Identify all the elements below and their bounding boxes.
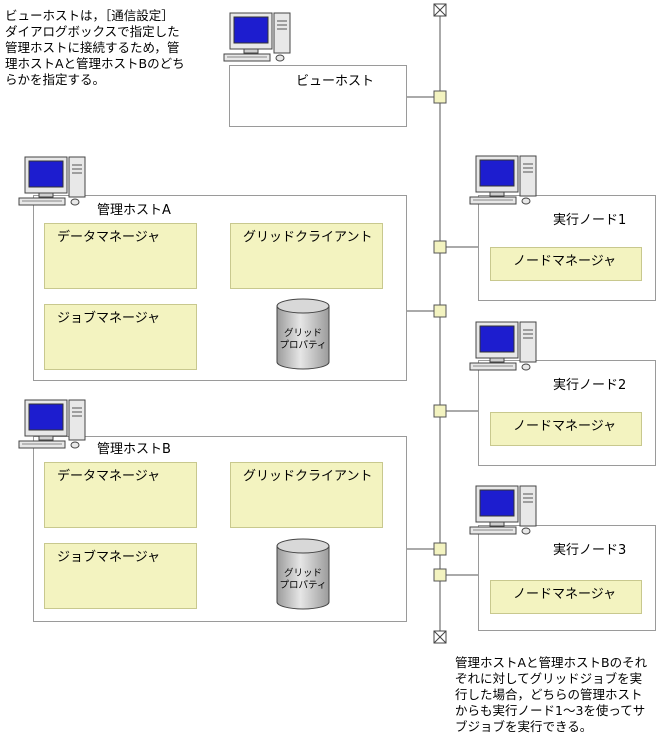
terminator-bottom: [433, 630, 447, 644]
db-label-line: プロパティ: [279, 340, 327, 351]
exec-node-2-computer-icon: [469, 321, 537, 371]
db-label-line: グリッド: [283, 328, 322, 339]
note-line: ブジョブを実行できる。: [455, 719, 593, 734]
exec-node-2-label: 実行ノード2: [553, 378, 627, 393]
job-manager-a: ジョブマネージャ: [44, 304, 197, 370]
mgmt-host-b-label: 管理ホストB: [97, 442, 171, 457]
note-line: 行した場合，どちらの管理ホスト: [455, 687, 643, 702]
note-line: らかを指定する。: [5, 72, 106, 87]
mgmt-host-a-label: 管理ホストA: [97, 203, 171, 218]
node-manager-2: ノードマネージャ: [490, 412, 642, 446]
connector: [433, 304, 447, 318]
view-host-box: [229, 65, 407, 127]
node-manager-1: ノードマネージャ: [490, 247, 642, 281]
exec-node-3-computer-icon: [469, 485, 537, 535]
view-host-computer-icon: [223, 12, 291, 62]
mgmt-host-a-computer-icon: [18, 156, 86, 206]
connector-squares: [433, 90, 447, 582]
connector: [433, 90, 447, 104]
job-manager-b: ジョブマネージャ: [44, 543, 197, 609]
db-label-line: プロパティ: [279, 580, 327, 591]
note-line: ダイアログボックスで指定した: [5, 24, 180, 39]
note-line: 管理ホストAと管理ホストBのそれ: [455, 655, 648, 670]
db-cylinder-a: [276, 298, 330, 370]
connector: [433, 542, 447, 556]
grid-client-a: グリッドクライアント: [230, 223, 383, 289]
data-manager-b: データマネージャ: [44, 462, 197, 528]
db-label-b: グリッド プロパティ: [277, 568, 329, 592]
note-line: ビューホストは，［通信設定］: [5, 8, 174, 23]
db-label-a: グリッド プロパティ: [277, 328, 329, 352]
terminator-top: [433, 3, 447, 17]
note-line: 管理ホストに接続するため，管: [5, 40, 180, 55]
connector: [433, 404, 447, 418]
connector: [433, 240, 447, 254]
mgmt-host-b-computer-icon: [18, 399, 86, 449]
grid-client-b: グリッドクライアント: [230, 462, 383, 528]
exec-node-3-label: 実行ノード3: [553, 543, 627, 558]
note-grid-jobs: 管理ホストAと管理ホストBのそれ ぞれに対してグリッドジョブを実 行した場合，ど…: [455, 655, 647, 735]
exec-node-1-label: 実行ノード1: [553, 213, 627, 228]
data-manager-a: データマネージャ: [44, 223, 197, 289]
note-line: 理ホストAと管理ホストBのどち: [5, 56, 185, 71]
exec-node-1-computer-icon: [469, 155, 537, 205]
db-cylinder-b: [276, 538, 330, 610]
node-manager-3: ノードマネージャ: [490, 580, 642, 614]
db-label-line: グリッド: [283, 568, 322, 579]
connector: [433, 568, 447, 582]
view-host-label: ビューホスト: [296, 74, 375, 89]
note-line: からも実行ノード1～3を使ってサ: [455, 703, 646, 718]
note-line: ぞれに対してグリッドジョブを実: [455, 671, 643, 686]
note-view-host: ビューホストは，［通信設定］ ダイアログボックスで指定した 管理ホストに接続する…: [5, 8, 185, 88]
